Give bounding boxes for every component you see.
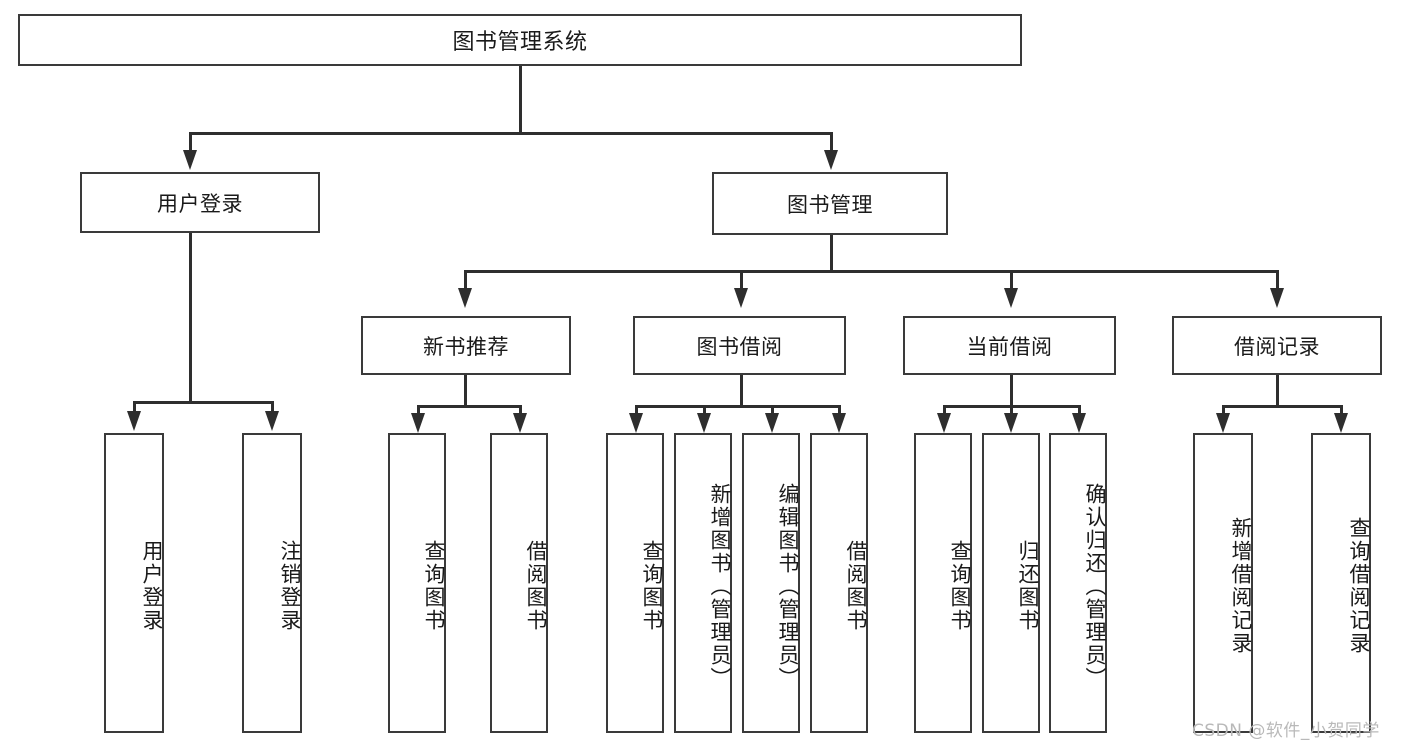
node-leaf-query-record-label: 查询借阅记录 bbox=[1347, 517, 1371, 655]
connector-br-stem bbox=[1276, 375, 1279, 405]
connector-root-drop-left bbox=[189, 132, 192, 152]
connector-bb-drop-1 bbox=[635, 405, 638, 415]
connector-bb-bus bbox=[635, 405, 840, 408]
node-leaf-confirm-return[interactable]: 确认归还（管理员） bbox=[1049, 433, 1107, 733]
node-leaf-logout[interactable]: 注销登录 bbox=[242, 433, 302, 733]
connector-bb-drop-2 bbox=[703, 405, 706, 415]
node-book-management[interactable]: 图书管理 bbox=[712, 172, 948, 235]
arrowhead-leaf-query-book-3 bbox=[937, 413, 951, 433]
watermark: CSDN @软件_小贺同学 bbox=[1192, 721, 1380, 741]
connector-user-login-drop-2 bbox=[271, 401, 274, 413]
node-borrow-record-label: 借阅记录 bbox=[1234, 334, 1320, 359]
connector-bm-drop-3 bbox=[1010, 270, 1013, 288]
node-borrow-record[interactable]: 借阅记录 bbox=[1172, 316, 1382, 375]
node-root[interactable]: 图书管理系统 bbox=[18, 14, 1022, 66]
node-user-login[interactable]: 用户登录 bbox=[80, 172, 320, 233]
node-user-login-label: 用户登录 bbox=[157, 191, 243, 216]
node-current-borrow-label: 当前借阅 bbox=[966, 334, 1053, 359]
connector-br-bus bbox=[1222, 405, 1342, 408]
node-leaf-query-book-2-label: 查询图书 bbox=[640, 540, 664, 632]
arrowhead-leaf-edit-book bbox=[765, 413, 779, 433]
connector-root-drop-right bbox=[830, 132, 833, 152]
node-leaf-add-record[interactable]: 新增借阅记录 bbox=[1193, 433, 1253, 733]
node-leaf-query-book-1-label: 查询图书 bbox=[422, 540, 446, 632]
connector-br-drop-1 bbox=[1222, 405, 1225, 415]
node-root-label: 图书管理系统 bbox=[452, 30, 588, 55]
connector-nbr-drop-1 bbox=[417, 405, 420, 415]
arrowhead-leaf-borrow-book-2 bbox=[832, 413, 846, 433]
connector-bb-drop-3 bbox=[771, 405, 774, 415]
arrowhead-leaf-query-book-1 bbox=[411, 413, 425, 433]
node-leaf-logout-label: 注销登录 bbox=[278, 540, 302, 632]
arrowhead-borrow-record bbox=[1270, 288, 1284, 308]
arrowhead-new-book-recommend bbox=[458, 288, 472, 308]
node-book-borrow[interactable]: 图书借阅 bbox=[633, 316, 846, 375]
node-leaf-edit-book[interactable]: 编辑图书（管理员） bbox=[742, 433, 800, 733]
node-leaf-borrow-book-2[interactable]: 借阅图书 bbox=[810, 433, 868, 733]
node-leaf-query-book-1[interactable]: 查询图书 bbox=[388, 433, 446, 733]
arrowhead-book-borrow bbox=[734, 288, 748, 308]
node-leaf-borrow-book-2-label: 借阅图书 bbox=[844, 540, 868, 632]
arrowhead-leaf-add-record bbox=[1216, 413, 1230, 433]
node-leaf-confirm-return-label: 确认归还（管理员） bbox=[1083, 482, 1107, 690]
node-book-management-label: 图书管理 bbox=[787, 192, 873, 217]
connector-bm-drop-2 bbox=[740, 270, 743, 288]
connector-nbr-bus bbox=[417, 405, 521, 408]
connector-nbr-drop-2 bbox=[519, 405, 522, 415]
connector-cb-stem bbox=[1010, 375, 1013, 405]
node-leaf-query-book-2[interactable]: 查询图书 bbox=[606, 433, 664, 733]
arrowhead-leaf-confirm-return bbox=[1072, 413, 1086, 433]
connector-cb-drop-2 bbox=[1010, 405, 1013, 415]
node-leaf-return-book[interactable]: 归还图书 bbox=[982, 433, 1040, 733]
connector-user-login-stem bbox=[189, 233, 192, 401]
connector-root-bus bbox=[189, 132, 832, 135]
node-leaf-add-book-label: 新增图书（管理员） bbox=[708, 482, 732, 690]
connector-bb-drop-4 bbox=[838, 405, 841, 415]
node-leaf-query-book-3-label: 查询图书 bbox=[948, 540, 972, 632]
node-leaf-add-book[interactable]: 新增图书（管理员） bbox=[674, 433, 732, 733]
node-leaf-return-book-label: 归还图书 bbox=[1016, 540, 1040, 632]
connector-br-drop-2 bbox=[1340, 405, 1343, 415]
node-leaf-add-record-label: 新增借阅记录 bbox=[1229, 517, 1253, 655]
node-leaf-user-login[interactable]: 用户登录 bbox=[104, 433, 164, 733]
node-new-book-recommend-label: 新书推荐 bbox=[423, 334, 509, 359]
connector-bb-stem bbox=[740, 375, 743, 405]
arrowhead-book-management bbox=[824, 150, 838, 170]
connector-user-login-drop-1 bbox=[133, 401, 136, 413]
arrowhead-leaf-query-book-2 bbox=[629, 413, 643, 433]
node-new-book-recommend[interactable]: 新书推荐 bbox=[361, 316, 571, 375]
arrowhead-leaf-add-book bbox=[697, 413, 711, 433]
node-leaf-user-login-label: 用户登录 bbox=[140, 540, 164, 632]
arrowhead-leaf-query-record bbox=[1334, 413, 1348, 433]
connector-cb-drop-3 bbox=[1078, 405, 1081, 415]
arrowhead-leaf-borrow-book-1 bbox=[513, 413, 527, 433]
arrowhead-user-login bbox=[183, 150, 197, 170]
connector-cb-drop-1 bbox=[943, 405, 946, 415]
connector-bm-drop-4 bbox=[1276, 270, 1279, 288]
node-leaf-query-book-3[interactable]: 查询图书 bbox=[914, 433, 972, 733]
connector-book-management-bus bbox=[464, 270, 1278, 273]
connector-root-stem bbox=[519, 66, 522, 132]
node-book-borrow-label: 图书借阅 bbox=[696, 334, 783, 359]
arrowhead-leaf-user-login bbox=[127, 411, 141, 431]
arrowhead-leaf-return-book bbox=[1004, 413, 1018, 433]
connector-bm-drop-1 bbox=[464, 270, 467, 288]
connector-nbr-stem bbox=[464, 375, 467, 405]
arrowhead-leaf-logout bbox=[265, 411, 279, 431]
connector-book-management-stem bbox=[830, 235, 833, 270]
node-leaf-borrow-book-1-label: 借阅图书 bbox=[524, 540, 548, 632]
connector-user-login-bus bbox=[133, 401, 273, 404]
arrowhead-current-borrow bbox=[1004, 288, 1018, 308]
node-leaf-query-record[interactable]: 查询借阅记录 bbox=[1311, 433, 1371, 733]
node-leaf-edit-book-label: 编辑图书（管理员） bbox=[776, 482, 800, 690]
node-current-borrow[interactable]: 当前借阅 bbox=[903, 316, 1116, 375]
node-leaf-borrow-book-1[interactable]: 借阅图书 bbox=[490, 433, 548, 733]
